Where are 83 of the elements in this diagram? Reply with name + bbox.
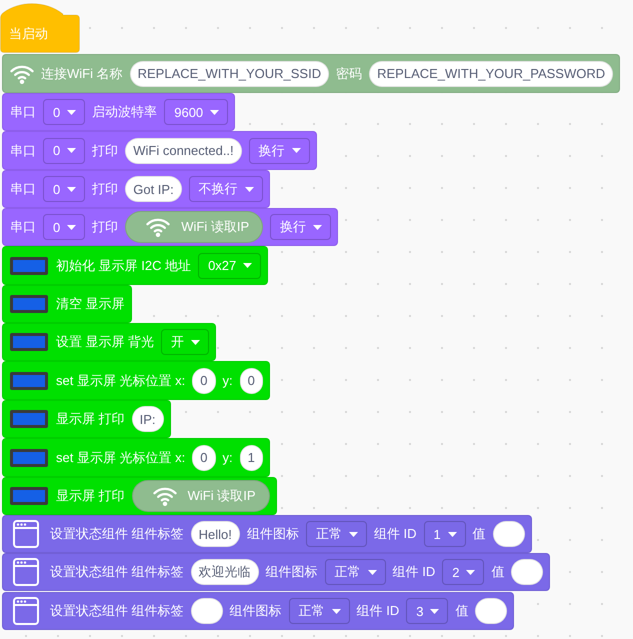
text-field: 欢迎光临 [190, 559, 259, 585]
command-block [2, 400, 171, 438]
block-label: y: [222, 450, 233, 466]
block-label: 连接WiFi 名称 [41, 66, 123, 82]
dropdown: 0x27 [198, 252, 262, 278]
dropdown: 正常 [288, 598, 350, 624]
input-field [511, 559, 544, 585]
command-block [2, 208, 338, 246]
dropdown: 正常 [324, 559, 386, 585]
command-block [2, 592, 514, 630]
dropdown: 不换行 [188, 176, 263, 202]
block-label: 串口 [10, 219, 36, 235]
block-label: 设置状态组件 组件标签 [50, 526, 184, 542]
dropdown: 正常 [306, 521, 367, 547]
block-label: 当启动 [9, 26, 48, 42]
text-field: Got IP: [125, 176, 182, 202]
reporter-block [125, 211, 264, 243]
dropdown: 0 [43, 214, 86, 240]
command-block [2, 361, 270, 400]
text-field: 0 [192, 368, 216, 394]
command-block [2, 54, 620, 93]
text-field: WiFi connected..! [125, 138, 242, 164]
block-label: WiFi 读取IP [181, 219, 250, 235]
reporter-block [132, 480, 270, 512]
block-label: y: [222, 372, 233, 388]
block-label: 打印 [92, 219, 118, 235]
text-field: Hello! [190, 521, 240, 547]
dropdown: 3 [406, 598, 448, 624]
block-label: 启动波特率 [92, 104, 158, 120]
block-label: 清空 显示屏 [56, 296, 125, 312]
block-label: 显示屏 打印 [56, 488, 125, 504]
block-label: set 显示屏 光标位置 x: [56, 372, 186, 388]
block-label: set 显示屏 光标位置 x: [56, 450, 186, 466]
dropdown: 0 [43, 99, 86, 125]
command-block [2, 438, 270, 477]
block-label: 值 [472, 526, 486, 542]
input-field [492, 521, 525, 547]
command-block [2, 553, 550, 591]
text-field: 1 [240, 444, 263, 470]
block-label: 组件图标 [230, 603, 282, 619]
command-block [2, 515, 532, 553]
block-label: 设置 显示屏 背光 [56, 334, 154, 350]
block-label: WiFi 读取IP [188, 488, 256, 504]
block-label: 组件图标 [266, 564, 318, 580]
command-block [2, 477, 277, 515]
dropdown: 0 [43, 176, 86, 202]
block-label: 组件图标 [246, 526, 299, 542]
dropdown: 1 [424, 521, 466, 547]
block-label: 值 [455, 603, 468, 619]
command-block [2, 170, 270, 208]
block-label: 显示屏 打印 [56, 411, 125, 427]
block-label: 设置状态组件 组件标签 [50, 564, 184, 580]
block-label: 值 [491, 564, 504, 580]
command-block [2, 246, 268, 285]
dropdown: 换行 [270, 214, 332, 240]
input-field [190, 598, 223, 624]
block-label: 串口 [10, 142, 36, 158]
text-field: 0 [240, 368, 263, 394]
text-field: REPLACE_WITH_YOUR_PASSWORD [369, 60, 614, 86]
block-label: 密码 [336, 66, 362, 82]
text-field: REPLACE_WITH_YOUR_SSID [130, 60, 330, 86]
block-label: 打印 [92, 181, 118, 197]
command-block [2, 323, 216, 361]
block-label: 组件 ID [374, 526, 416, 542]
text-field: IP: [132, 406, 164, 432]
block-label: 串口 [10, 181, 36, 197]
command-block [2, 93, 236, 131]
hat-block [0, 2, 80, 53]
input-field [475, 598, 508, 624]
block-label: 串口 [10, 104, 36, 120]
block-label: 设置状态组件 组件标签 [50, 603, 184, 619]
command-block [2, 285, 132, 323]
block-label: 组件 ID [356, 603, 400, 619]
command-block [2, 131, 317, 170]
block-label: 打印 [92, 142, 118, 158]
text-field: 0 [192, 444, 216, 470]
dropdown: 换行 [248, 138, 310, 164]
dropdown: 0 [43, 138, 86, 164]
dropdown: 2 [442, 559, 484, 585]
dropdown: 开 [161, 329, 210, 355]
block-label: 初始化 显示屏 I2C 地址 [56, 258, 192, 274]
block-label: 组件 ID [392, 564, 436, 580]
dropdown: 9600 [164, 99, 228, 125]
